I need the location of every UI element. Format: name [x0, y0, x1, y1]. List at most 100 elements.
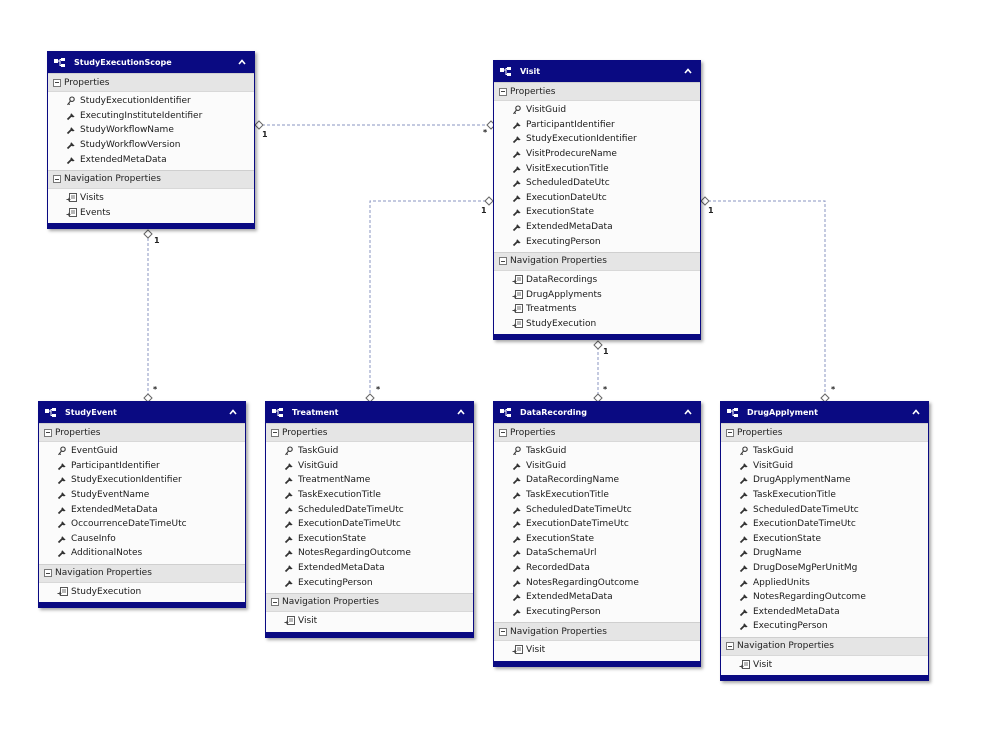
navigation-row[interactable]: Visit: [494, 643, 700, 658]
property-row[interactable]: VisitGuid: [266, 459, 473, 474]
collapse-toggle-icon[interactable]: [499, 87, 507, 96]
property-row[interactable]: DataSchemaUrl: [494, 546, 700, 561]
property-row[interactable]: VisitGuid: [494, 459, 700, 474]
collapse-toggle-icon[interactable]: [44, 428, 52, 437]
property-row[interactable]: ExecutionDateTimeUtc: [721, 517, 928, 532]
navigation-section-header[interactable]: Navigation Properties: [494, 622, 700, 642]
property-row[interactable]: ParticipantIdentifier: [39, 459, 245, 474]
chevron-up-icon[interactable]: [911, 407, 921, 417]
property-row[interactable]: NotesRegardingOutcome: [494, 575, 700, 590]
navigation-row[interactable]: Visit: [721, 658, 928, 673]
property-row[interactable]: TaskExecutionTitle: [266, 488, 473, 503]
property-row[interactable]: ScheduledDateUtc: [494, 176, 700, 191]
entity-header[interactable]: DataRecording: [494, 402, 700, 423]
navigation-row[interactable]: Events: [48, 206, 254, 221]
property-row[interactable]: VisitExecutionTitle: [494, 161, 700, 176]
properties-section-header[interactable]: Properties: [39, 423, 245, 442]
collapse-toggle-icon[interactable]: [53, 175, 61, 184]
property-row[interactable]: VisitGuid: [494, 103, 700, 118]
property-row[interactable]: StudyExecutionIdentifier: [494, 132, 700, 147]
property-row[interactable]: TreatmentName: [266, 473, 473, 488]
property-row[interactable]: StudyExecutionIdentifier: [39, 473, 245, 488]
collapse-toggle-icon[interactable]: [44, 569, 52, 578]
property-row[interactable]: ParticipantIdentifier: [494, 118, 700, 133]
navigation-section-header[interactable]: Navigation Properties: [266, 592, 473, 612]
property-row[interactable]: TaskExecutionTitle: [494, 488, 700, 503]
chevron-up-icon[interactable]: [237, 57, 247, 67]
property-row[interactable]: StudyWorkflowName: [48, 123, 254, 138]
property-row[interactable]: TaskGuid: [494, 444, 700, 459]
property-row[interactable]: DataRecordingName: [494, 473, 700, 488]
navigation-row[interactable]: Visit: [266, 614, 473, 629]
navigation-row[interactable]: DataRecordings: [494, 273, 700, 288]
property-row[interactable]: DrugApplymentName: [721, 473, 928, 488]
property-row[interactable]: StudyExecutionIdentifier: [48, 94, 254, 109]
collapse-toggle-icon[interactable]: [53, 78, 61, 87]
property-row[interactable]: StudyEventName: [39, 488, 245, 503]
property-row[interactable]: TaskGuid: [721, 444, 928, 459]
navigation-section-header[interactable]: Navigation Properties: [39, 563, 245, 583]
property-row[interactable]: VisitGuid: [721, 459, 928, 474]
property-row[interactable]: DrugName: [721, 546, 928, 561]
property-row[interactable]: NotesRegardingOutcome: [266, 546, 473, 561]
navigation-section-header[interactable]: Navigation Properties: [721, 636, 928, 656]
property-row[interactable]: ExecutionDateTimeUtc: [266, 517, 473, 532]
entity-header[interactable]: DrugApplyment: [721, 402, 928, 423]
property-row[interactable]: ExecutingInstituteIdentifier: [48, 109, 254, 124]
property-row[interactable]: ExecutingPerson: [494, 234, 700, 249]
property-row[interactable]: ExecutionState: [266, 532, 473, 547]
entity-header[interactable]: Treatment: [266, 402, 473, 423]
property-row[interactable]: AdditionalNotes: [39, 546, 245, 561]
property-row[interactable]: ExecutionState: [721, 532, 928, 547]
property-row[interactable]: TaskGuid: [266, 444, 473, 459]
collapse-toggle-icon[interactable]: [726, 428, 734, 437]
collapse-toggle-icon[interactable]: [499, 428, 507, 437]
property-row[interactable]: ExtendedMetaData: [266, 561, 473, 576]
chevron-up-icon[interactable]: [683, 407, 693, 417]
property-row[interactable]: StudyWorkflowVersion: [48, 138, 254, 153]
property-row[interactable]: VisitProdecureName: [494, 147, 700, 162]
property-row[interactable]: DrugDoseMgPerUnitMg: [721, 561, 928, 576]
property-row[interactable]: TaskExecutionTitle: [721, 488, 928, 503]
property-row[interactable]: NotesRegardingOutcome: [721, 590, 928, 605]
navigation-row[interactable]: Visits: [48, 191, 254, 206]
property-row[interactable]: AppliedUnits: [721, 575, 928, 590]
property-row[interactable]: OccourrenceDateTimeUtc: [39, 517, 245, 532]
collapse-toggle-icon[interactable]: [726, 642, 734, 651]
property-row[interactable]: RecordedData: [494, 561, 700, 576]
chevron-up-icon[interactable]: [683, 66, 693, 76]
property-row[interactable]: ExtendedMetaData: [721, 605, 928, 620]
association-line-visit-drug[interactable]: [708, 200, 826, 398]
property-row[interactable]: ExtendedMetaData: [48, 152, 254, 167]
properties-section-header[interactable]: Properties: [266, 423, 473, 442]
properties-section-header[interactable]: Properties: [494, 82, 700, 101]
navigation-row[interactable]: Treatments: [494, 302, 700, 317]
navigation-row[interactable]: DrugApplyments: [494, 288, 700, 303]
property-row[interactable]: ExtendedMetaData: [494, 590, 700, 605]
property-row[interactable]: ExecutingPerson: [266, 575, 473, 590]
properties-section-header[interactable]: Properties: [48, 73, 254, 92]
property-row[interactable]: ExecutionDateUtc: [494, 191, 700, 206]
property-row[interactable]: ScheduledDateTimeUtc: [266, 502, 473, 517]
entity-header[interactable]: StudyEvent: [39, 402, 245, 423]
collapse-toggle-icon[interactable]: [271, 598, 279, 607]
collapse-toggle-icon[interactable]: [499, 257, 507, 266]
chevron-up-icon[interactable]: [456, 407, 466, 417]
properties-section-header[interactable]: Properties: [494, 423, 700, 442]
navigation-row[interactable]: StudyExecution: [494, 317, 700, 332]
properties-section-header[interactable]: Properties: [721, 423, 928, 442]
property-row[interactable]: ExecutingPerson: [494, 605, 700, 620]
property-row[interactable]: ScheduledDateTimeUtc: [721, 502, 928, 517]
property-row[interactable]: ExecutionDateTimeUtc: [494, 517, 700, 532]
chevron-up-icon[interactable]: [228, 407, 238, 417]
property-row[interactable]: EventGuid: [39, 444, 245, 459]
association-line-visit-treatment[interactable]: [369, 200, 486, 398]
property-row[interactable]: ExecutionState: [494, 205, 700, 220]
property-row[interactable]: CauseInfo: [39, 532, 245, 547]
